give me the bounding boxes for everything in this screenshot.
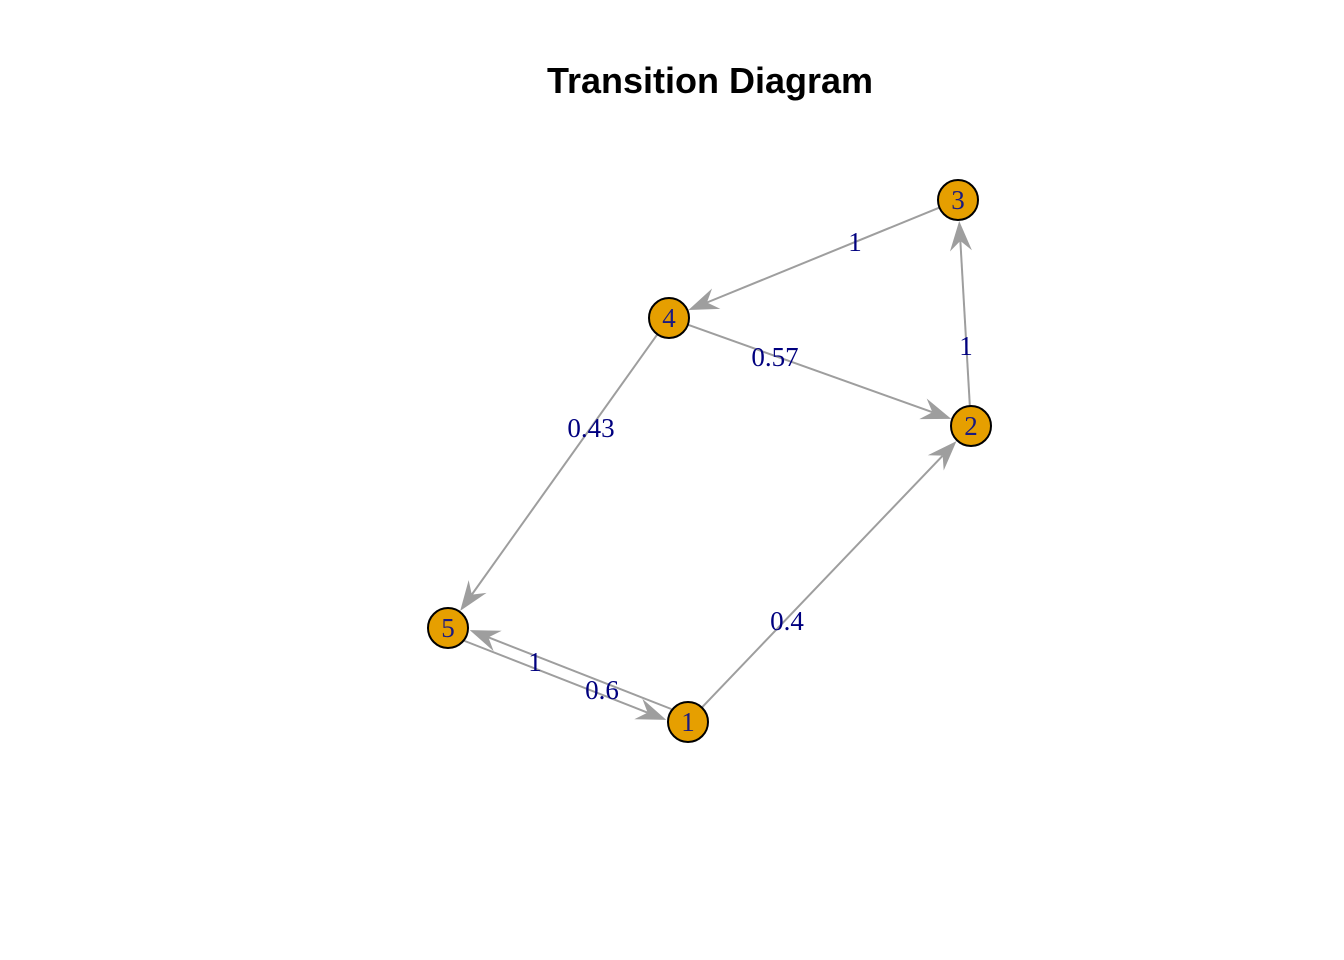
edge-4-to-5 [470,333,659,596]
edge-5-to-1 [464,639,649,714]
edge-3-to-4 [706,206,940,304]
nodes-layer: 1 2 3 4 5 [427,179,992,743]
node-label-3: 3 [951,185,965,215]
edge-label-2-to-3: 1 [959,331,973,361]
edge-label-1-to-2: 0.4 [770,606,804,636]
edge-labels-layer: 1 1 0.57 0.43 0.4 1 0.6 [528,227,973,705]
arrowhead-2-to-3 [949,220,972,252]
edge-1-to-2 [701,454,944,709]
node-circle-3 [937,179,979,221]
edge-label-4-to-5: 0.43 [567,413,614,443]
node-label-1: 1 [681,707,695,737]
arrowhead-1-to-5 [469,630,502,652]
edge-label-1-to-5: 1 [528,647,542,677]
edge-label-5-to-1: 0.6 [585,675,619,705]
diagram-title: Transition Diagram [547,60,873,101]
arrowhead-3-to-4 [688,288,721,311]
edge-label-3-to-4: 1 [848,227,862,257]
edge-label-4-to-2: 0.57 [751,342,798,372]
node-3: 3 [937,179,979,221]
node-circle-1 [667,701,709,743]
edge-2-to-3 [959,240,971,407]
node-4: 4 [648,297,690,339]
node-circle-5 [427,607,469,649]
node-label-2: 2 [964,411,978,441]
edge-4-to-2 [687,323,933,414]
node-circle-2 [950,405,992,447]
node-5: 5 [427,607,469,649]
node-1: 1 [667,701,709,743]
node-label-4: 4 [662,303,676,333]
edge-1-to-5 [487,636,672,711]
edges-layer [460,206,972,720]
arrowhead-4-to-2 [919,398,952,420]
node-2: 2 [950,405,992,447]
arrowhead-1-to-2 [927,441,957,471]
arrowhead-5-to-1 [634,698,667,720]
arrowhead-4-to-5 [460,580,487,611]
node-circle-4 [648,297,690,339]
node-label-5: 5 [441,613,455,643]
